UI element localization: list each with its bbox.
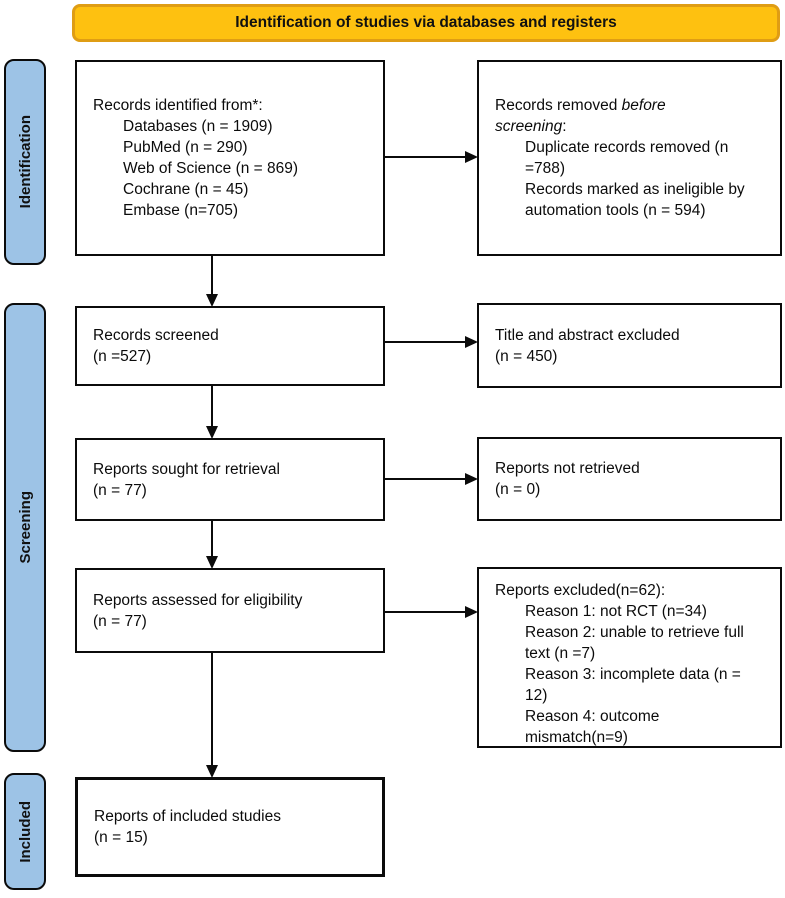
arrow-sought-to-assessed — [206, 521, 218, 569]
source-count: Embase (n=705) — [123, 202, 239, 219]
arrow-assessed-to-included — [206, 653, 218, 778]
arrow-assessed-to-reports-excluded — [385, 606, 478, 618]
box-title: Records identified from*: — [93, 97, 263, 114]
stage-bar-identification: Identification — [4, 59, 46, 265]
box-reports-not-retrieved: Reports not retrieved (n = 0) — [477, 437, 782, 521]
source-count: Cochrane (n = 45) — [123, 181, 249, 198]
box-line: Reports of included studies — [94, 808, 281, 825]
arrow-screened-to-excluded — [385, 336, 478, 348]
box-count: (n = 15) — [94, 829, 148, 846]
banner-label: Identification of studies via databases … — [235, 14, 617, 31]
arrow-screened-to-sought — [206, 386, 218, 439]
box-reports-assessed: Reports assessed for eligibility (n = 77… — [75, 568, 385, 653]
source-count: Databases (n = 1909) — [123, 118, 273, 135]
box-records-screened: Records screened (n =527) — [75, 306, 385, 386]
stage-label-identification: Identification — [16, 115, 34, 209]
box-line: Reports sought for retrieval — [93, 460, 280, 478]
box-count: (n =527) — [93, 348, 152, 365]
source-count: PubMed (n = 290) — [123, 139, 248, 156]
box-records-identified: Records identified from*: Databases (n =… — [75, 60, 385, 256]
box-title: Reports excluded(n=62): — [495, 582, 666, 599]
removed-item: Duplicate records removed (n =788) — [525, 139, 729, 177]
banner-identification-of-studies: Identification of studies via databases … — [72, 4, 780, 42]
arrow-identified-to-removed — [385, 151, 478, 163]
exclusion-reason: Reason 1: not RCT (n=34) — [525, 603, 707, 620]
box-line: Reports assessed for eligibility — [93, 591, 303, 609]
box-line: Records screened — [93, 327, 219, 344]
exclusion-reason: Reason 2: unable to retrieve full text (… — [525, 624, 744, 662]
box-line: Reports not retrieved — [495, 460, 640, 477]
stage-label-screening: Screening — [16, 491, 34, 564]
arrow-identified-to-screened — [206, 255, 218, 307]
stage-label-included: Included — [16, 800, 34, 863]
box-title-abstract-excluded: Title and abstract excluded (n = 450) — [477, 303, 782, 388]
box-count: (n = 450) — [495, 347, 558, 365]
source-count: Web of Science (n = 869) — [123, 160, 299, 177]
box-records-removed: Records removed before screening: Duplic… — [477, 60, 782, 256]
box-included-studies: Reports of included studies (n = 15) — [75, 777, 385, 877]
exclusion-reason: Reason 4: outcome mismatch(n=9) — [525, 708, 660, 746]
box-reports-excluded: Reports excluded(n=62): Reason 1: not RC… — [477, 567, 782, 748]
box-count: (n = 77) — [93, 612, 147, 630]
box-count: (n = 0) — [495, 481, 541, 498]
stage-bar-screening: Screening — [4, 303, 46, 752]
removed-item: Records marked as ineligible by automati… — [525, 181, 745, 219]
box-reports-sought: Reports sought for retrieval (n = 77) — [75, 438, 385, 521]
box-title: Records removed before screening: — [495, 97, 666, 135]
exclusion-reason: Reason 3: incomplete data (n = 12) — [525, 666, 741, 704]
box-line: Title and abstract excluded — [495, 326, 680, 344]
box-count: (n = 77) — [93, 481, 147, 499]
stage-bar-included: Included — [4, 773, 46, 890]
arrow-sought-to-not-retrieved — [385, 473, 478, 485]
